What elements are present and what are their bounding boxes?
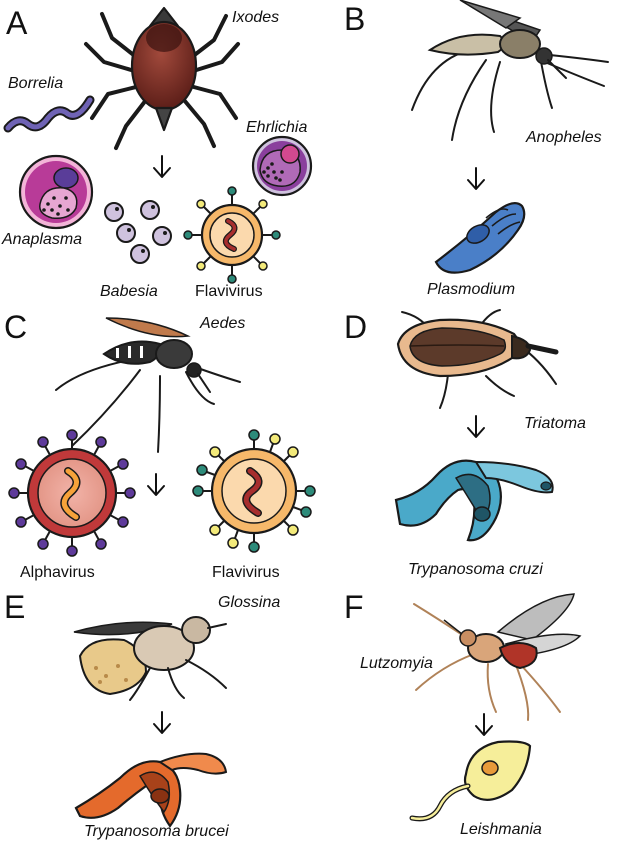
pathogen-label-ehrlichia: Ehrlichia [246, 119, 307, 136]
plasmodium-illustration [434, 201, 526, 274]
pathogen-label-trypanosoma-brucei: Trypanosoma brucei [84, 823, 229, 840]
alphavirus-illustration [8, 429, 136, 557]
panel-letter-c: C [4, 309, 27, 345]
pathogen-label-babesia: Babesia [100, 283, 158, 300]
pathogen-label-trypanosoma-cruzi: Trypanosoma cruzi [408, 561, 543, 578]
vector-label-anopheles: Anopheles [525, 129, 602, 146]
pathogen-label-plasmodium: Plasmodium [427, 281, 515, 298]
leishmania-illustration [409, 740, 532, 822]
trypanosoma-brucei-illustration [74, 752, 228, 828]
vector-label-triatoma: Triatoma [524, 415, 586, 432]
triatoma-bug-illustration [396, 309, 559, 409]
arrow-down-icon [467, 415, 485, 438]
panel-letter-d: D [344, 309, 367, 345]
arrow-down-icon [153, 155, 171, 178]
vector-label-aedes: Aedes [199, 315, 245, 332]
anaplasma-illustration [18, 154, 94, 230]
pathogen-label-borrelia: Borrelia [8, 75, 63, 92]
babesia-illustration [104, 200, 172, 264]
arrow-down-icon [153, 711, 171, 734]
vector-label-glossina: Glossina [218, 594, 280, 611]
arrow-down-icon [475, 713, 493, 736]
ehrlichia-illustration [251, 135, 313, 197]
flavivirus-a-illustration [183, 186, 281, 284]
pathogen-label-anaplasma: Anaplasma [1, 231, 82, 248]
panel-c: C Aedes [4, 309, 316, 581]
pathogen-label-leishmania: Leishmania [460, 821, 542, 838]
panel-a: A Ixodes Borrelia [1, 5, 313, 300]
panel-f: F Lutzomyia Leishma [344, 589, 582, 838]
panel-b: B Anopheles [344, 0, 609, 298]
pathogen-label-flavivirus-a: Flavivirus [195, 283, 263, 300]
flavivirus-c-illustration [192, 429, 316, 553]
anopheles-mosquito-illustration [411, 0, 609, 141]
panel-letter-a: A [6, 5, 28, 41]
ixodes-tick-illustration [84, 6, 240, 150]
trypanosoma-cruzi-illustration [394, 459, 554, 542]
vector-label-ixodes: Ixodes [232, 9, 279, 26]
panel-letter-b: B [344, 1, 365, 37]
vector-label-lutzomyia: Lutzomyia [360, 655, 433, 672]
glossina-fly-illustration [73, 616, 227, 701]
panel-d: D Triatoma Trypanosoma cru [344, 309, 586, 578]
panel-letter-e: E [4, 589, 25, 625]
aedes-mosquito-illustration [55, 317, 241, 453]
borrelia-illustration [3, 95, 95, 133]
arrow-down-icon [467, 167, 485, 190]
pathogen-label-flavivirus-c: Flavivirus [212, 564, 280, 581]
pathogen-label-alphavirus: Alphavirus [20, 564, 95, 581]
lutzomyia-sandfly-illustration [413, 593, 582, 721]
arrow-down-icon [147, 473, 165, 496]
panel-letter-f: F [344, 589, 364, 625]
panel-e: E Glossina Trypanosoma bru [4, 589, 280, 840]
